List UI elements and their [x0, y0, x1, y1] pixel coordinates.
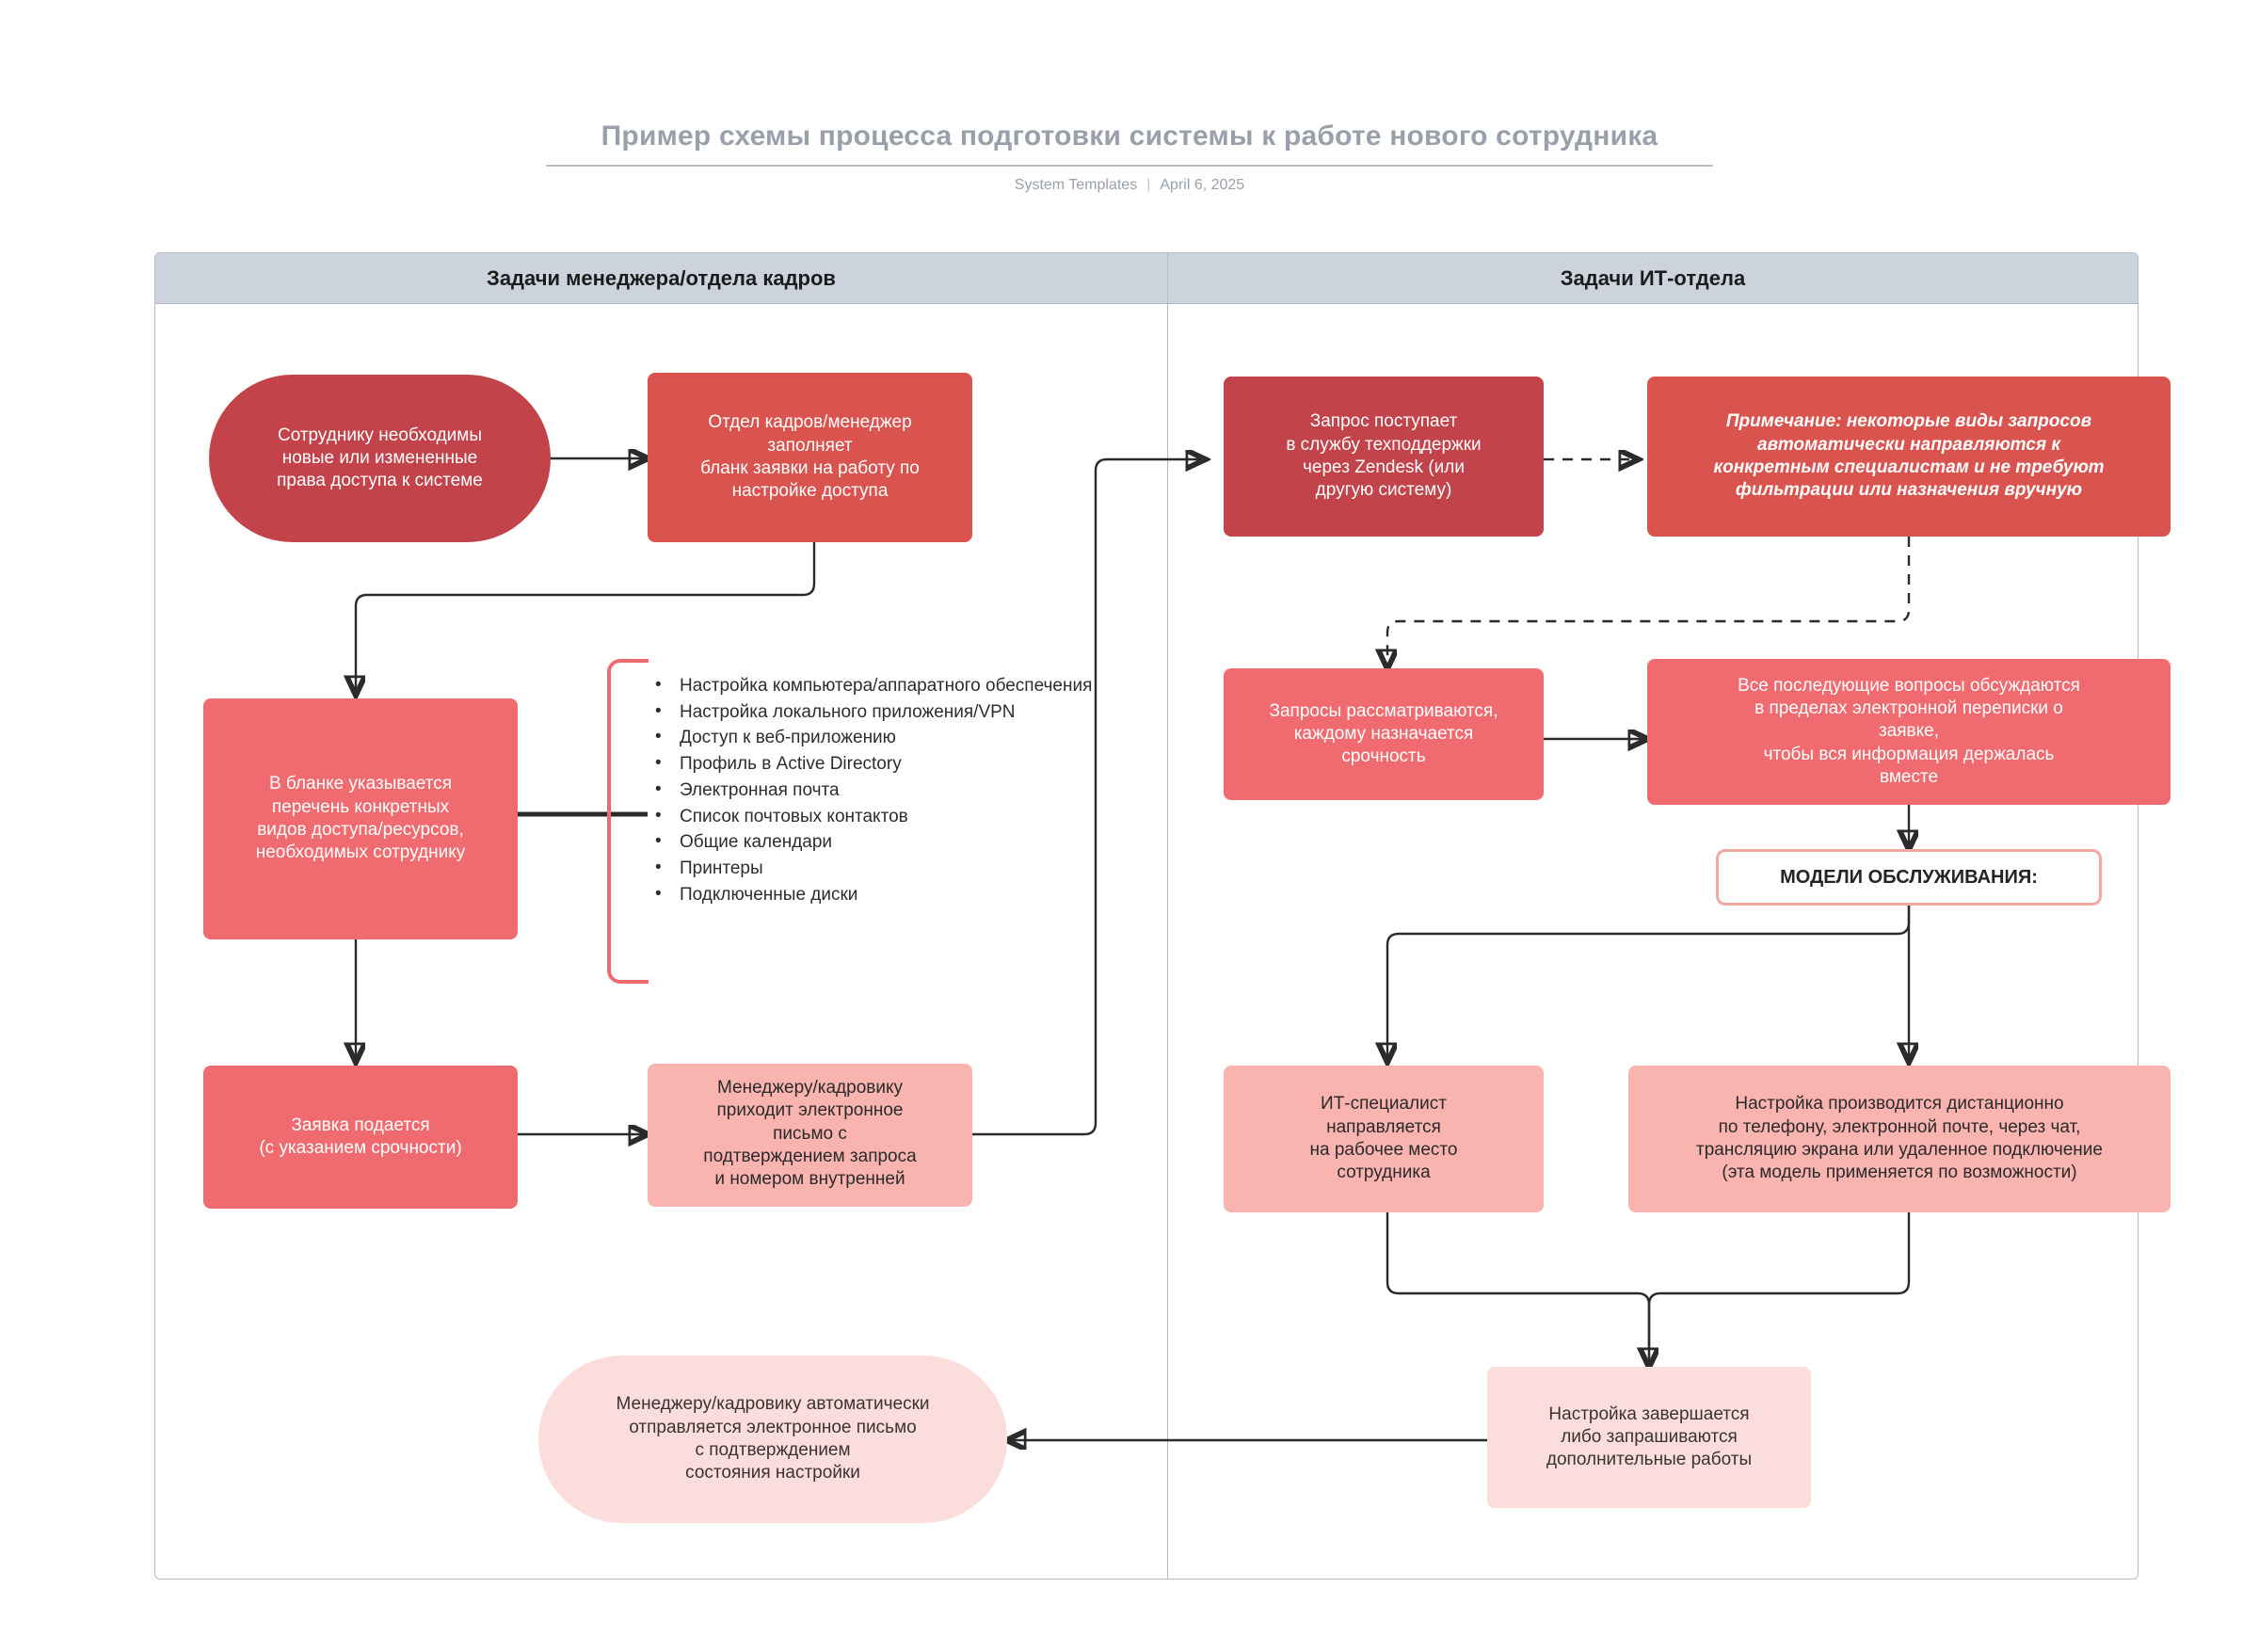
link-hr-form-to-form-list	[356, 542, 816, 695]
link-remote-to-finish	[1647, 1212, 1911, 1367]
node-email-thread[interactable]: Все последующие вопросы обсуждаются в пр…	[1647, 659, 2171, 805]
lane-header-hr: Задачи менеджера/отдела кадров	[155, 253, 1167, 304]
node-ticket-in[interactable]: Запрос поступает в службу техподдержки ч…	[1224, 377, 1544, 537]
node-onsite[interactable]: ИТ-специалист направляется на рабочее ме…	[1224, 1066, 1544, 1212]
node-triage[interactable]: Запросы рассматриваются, каждому назнача…	[1224, 668, 1544, 800]
subtitle-source: System Templates	[1014, 177, 1138, 193]
list-item: Настройка локального приложения/VPN	[655, 698, 1099, 726]
status-badge-service-models[interactable]: МОДЕЛИ ОБСЛУЖИВАНИЯ:	[1716, 849, 2102, 906]
node-finish[interactable]: Настройка завершается либо запрашиваются…	[1487, 1367, 1811, 1508]
list-item: Профиль в Active Directory	[655, 750, 1099, 778]
link-note-to-triage	[1387, 537, 1911, 668]
node-manager-email[interactable]: Менеджеру/кадровику приходит электронное…	[648, 1064, 972, 1207]
node-hr-form[interactable]: Отдел кадров/менеджер заполняет бланк за…	[648, 373, 972, 542]
subtitle-separator: |	[1146, 177, 1151, 193]
list-item: Подключенные диски	[655, 881, 1099, 908]
page-subtitle: System Templates | April 6, 2025	[0, 177, 2259, 194]
page-title: Пример схемы процесса подготовки системы…	[601, 120, 1658, 152]
title-underline	[546, 165, 1713, 167]
service-models-label: МОДЕЛИ ОБСЛУЖИВАНИЯ:	[1780, 866, 2038, 888]
subtitle-date: April 6, 2025	[1160, 177, 1245, 193]
list-item: Доступ к веб-приложению	[655, 724, 1099, 751]
list-item: Электронная почта	[655, 777, 1099, 804]
list-item: Принтеры	[655, 855, 1099, 882]
access-list-bracket	[607, 659, 649, 984]
lane-vertical-divider	[1167, 252, 1168, 1580]
list-item: Список почтовых контактов	[655, 803, 1099, 830]
lane-header-it: Задачи ИТ-отдела	[1168, 253, 2138, 304]
node-auto-confirm[interactable]: Менеджеру/кадровику автоматически отправ…	[538, 1355, 1007, 1523]
list-item: Общие календари	[655, 828, 1099, 856]
link-onsite-to-finish	[1386, 1212, 1649, 1367]
node-remote[interactable]: Настройка производится дистанционно по т…	[1628, 1066, 2171, 1212]
link-models-to-onsite	[1387, 906, 1911, 1062]
node-start[interactable]: Сотруднику необходимы новые или измененн…	[209, 375, 551, 542]
node-request-submit[interactable]: Заявка подается (с указанием срочности)	[203, 1066, 518, 1209]
node-form-list[interactable]: В бланке указывается перечень конкретных…	[203, 698, 518, 939]
lane-header-divider	[155, 303, 2138, 304]
list-item: Настройка компьютера/аппаратного обеспеч…	[655, 672, 1099, 699]
swimlane-frame	[154, 252, 2139, 1580]
access-list-items: Настройка компьютера/аппаратного обеспеч…	[648, 672, 1099, 908]
access-list: Настройка компьютера/аппаратного обеспеч…	[648, 672, 1099, 908]
node-note[interactable]: Примечание: некоторые виды запросов авто…	[1647, 377, 2171, 537]
